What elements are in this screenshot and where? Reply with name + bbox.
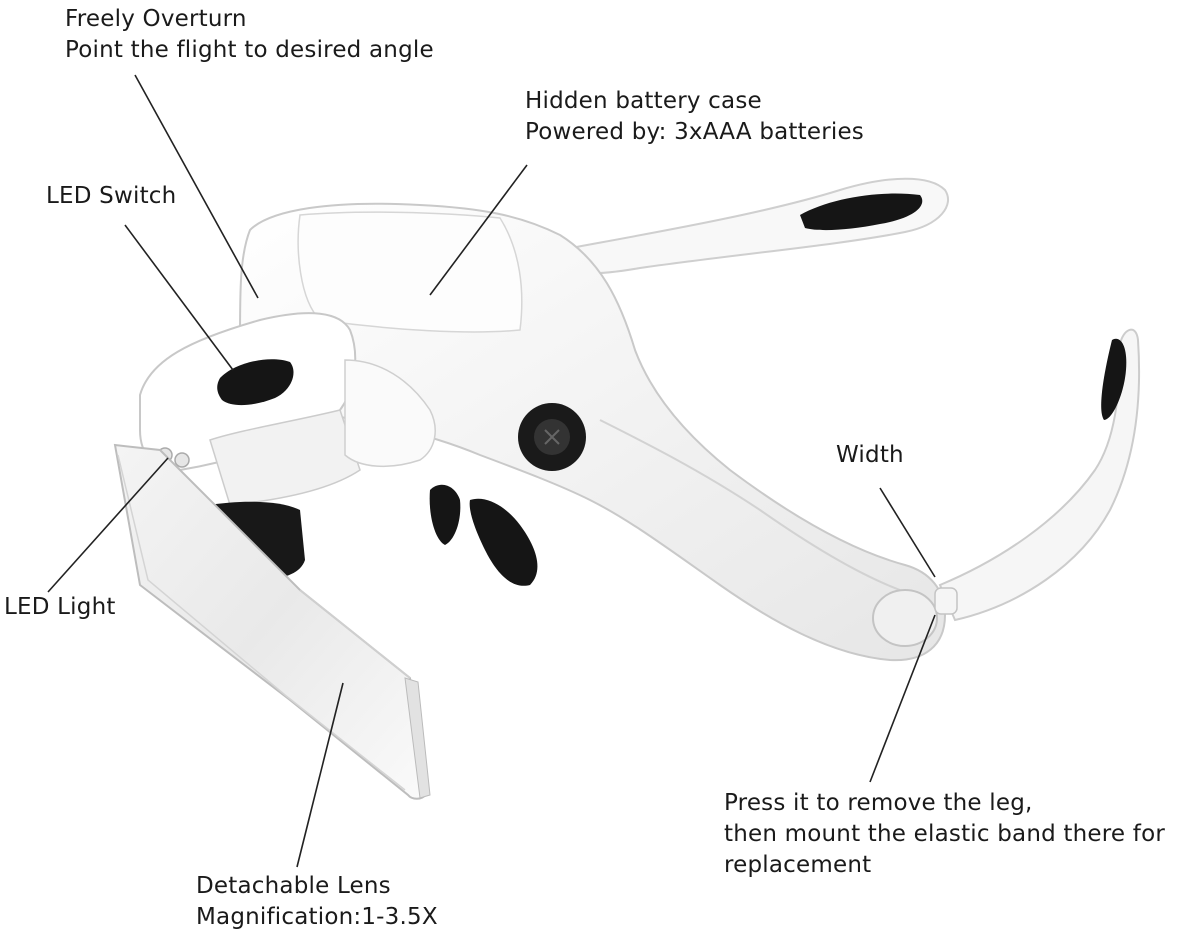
rear-arm-grip-pad <box>1101 338 1127 420</box>
hinge-knob <box>518 403 586 471</box>
magnifier-main-body <box>238 202 958 662</box>
upper-arm-grip-pad <box>800 193 923 231</box>
leader-line-battery-case <box>429 164 528 296</box>
battery-case-title: Hidden battery case <box>525 88 762 114</box>
label-freely-overturn: Freely Overturn Point the flight to desi… <box>65 4 434 66</box>
detachable-lens-title: Detachable Lens <box>196 873 391 899</box>
label-battery-case: Hidden battery case Powered by: 3xAAA ba… <box>525 86 864 148</box>
leader-line-led-switch <box>124 224 234 371</box>
label-led-light: LED Light <box>4 592 116 623</box>
detachable-lens <box>113 443 431 800</box>
label-press-leg: Press it to remove the leg, then mount t… <box>724 788 1165 881</box>
led-light-bulb <box>174 452 190 468</box>
freely-overturn-title: Freely Overturn <box>65 6 247 32</box>
label-led-switch: LED Switch <box>46 181 176 212</box>
nose-pads <box>429 484 538 586</box>
leader-line-led-light <box>47 457 169 593</box>
rear-temple-arm <box>938 328 1141 622</box>
leader-line-freely-overturn <box>134 74 259 299</box>
leg-release-button <box>934 587 958 615</box>
leader-line-press-leg <box>869 614 936 783</box>
front-flip-housing <box>139 312 436 506</box>
leader-line-detachable-lens <box>296 682 344 868</box>
press-leg-line2: then mount the elastic band there for <box>724 821 1165 847</box>
width-adjust-knob <box>872 589 938 647</box>
freely-overturn-desc: Point the flight to desired angle <box>65 37 434 63</box>
width-title: Width <box>836 442 904 468</box>
label-width: Width <box>836 440 904 471</box>
led-switch-button <box>217 359 294 406</box>
battery-case-desc: Powered by: 3xAAA batteries <box>525 119 864 145</box>
detachable-lens-desc: Magnification:1-3.5X <box>196 904 438 930</box>
led-switch-title: LED Switch <box>46 183 177 209</box>
led-light-title: LED Light <box>4 594 116 620</box>
label-detachable-lens: Detachable Lens Magnification:1-3.5X <box>196 871 438 933</box>
upper-right-temple-arm <box>559 177 950 275</box>
leader-line-width <box>879 487 936 578</box>
press-leg-line3: replacement <box>724 852 872 878</box>
press-leg-line1: Press it to remove the leg, <box>724 790 1033 816</box>
